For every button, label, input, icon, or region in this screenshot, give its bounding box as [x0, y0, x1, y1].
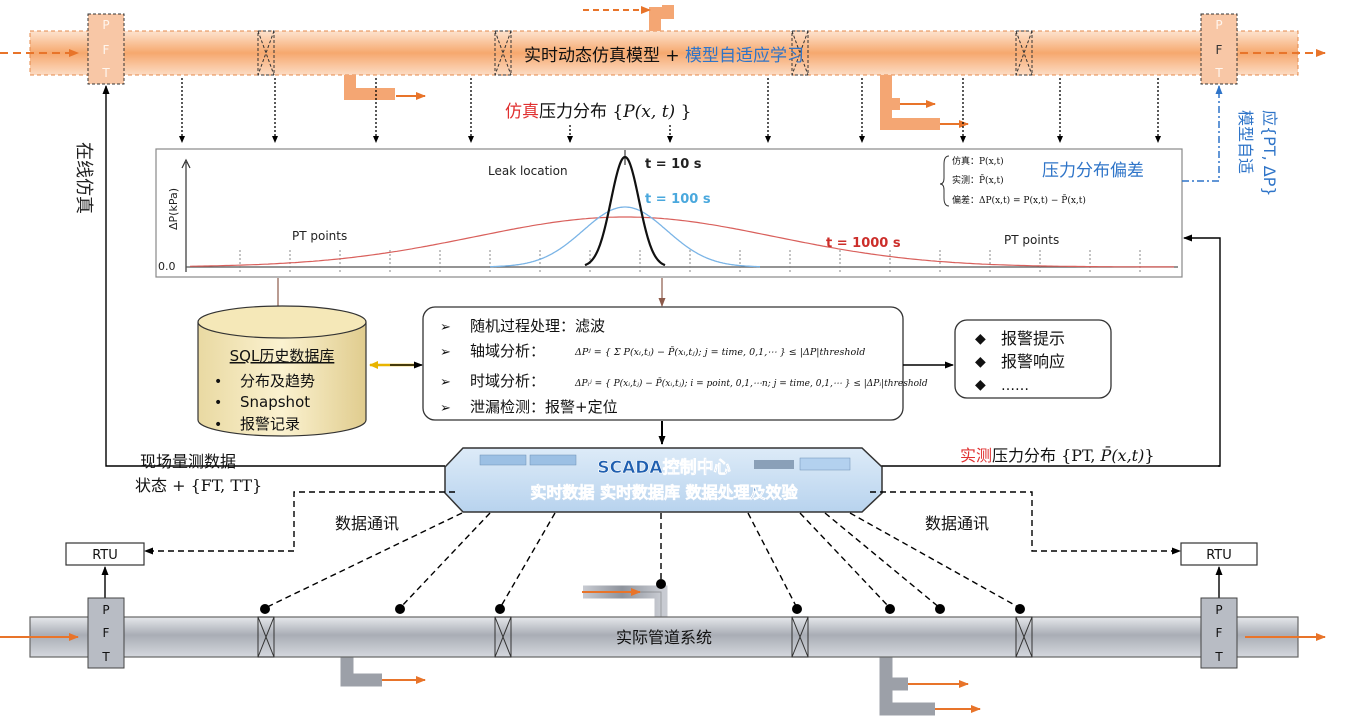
scada-center: SCADA控制中心 实时数据 实时数据库 数据处理及效验	[444, 447, 883, 513]
rtu-left-label: RTU	[92, 548, 118, 563]
db-item-bullet: •	[214, 374, 222, 390]
leak-location-label: Leak location	[488, 164, 568, 178]
measured-feedback-arrow	[1183, 234, 1221, 467]
legend-sim: 仿真：P(x,t)	[952, 155, 1004, 167]
pft-sensor-right	[1200, 13, 1238, 85]
analysis-item: 轴域分析：	[470, 342, 545, 360]
measurement-points	[260, 579, 1025, 614]
valve-icon	[257, 616, 1033, 658]
field-data-label: 现场量测数据	[140, 452, 236, 471]
pt-points-label-left: PT points	[292, 229, 347, 243]
real-pipe-title: 实际管道系统	[616, 628, 712, 647]
online-sim-arrow	[102, 85, 445, 467]
db-title: SQL历史数据库	[230, 347, 335, 365]
t10-label: t = 10 s	[645, 157, 702, 172]
model-adapt-arrow	[1182, 85, 1223, 182]
db-item: Snapshot	[240, 393, 310, 411]
pft-sensor-left	[87, 597, 125, 669]
svg-text:◆: ◆	[975, 354, 986, 370]
svg-text:◆: ◆	[975, 331, 986, 347]
time-formula: ΔPᵢʲ = { P(xᵢ,tⱼ) − P̄(xᵢ,tⱼ); i = point…	[574, 377, 928, 389]
pft-sensor-right	[1200, 597, 1238, 669]
pft-letter: P	[1215, 603, 1222, 617]
db-item: 分布及趋势	[240, 372, 315, 390]
sql-database: SQL历史数据库 • 分布及趋势 • Snapshot • 报警记录	[197, 305, 367, 437]
svg-text:◆: ◆	[975, 377, 986, 393]
deviation-label: 压力分布偏差	[1042, 161, 1144, 181]
pressure-chart: ΔP(kPa) 0.0 Leak location t = 10 s t = 1…	[155, 148, 1183, 278]
curve-t1000	[189, 216, 1174, 268]
pft-letter: T	[101, 650, 110, 664]
model-adapt-label-1: 模型自适	[1236, 110, 1255, 174]
rtu-right	[1180, 542, 1258, 566]
db-item-bullet: •	[214, 417, 222, 433]
scada-title: SCADA控制中心	[597, 457, 730, 478]
pft-letter: P	[1215, 18, 1222, 32]
axis-formula: ΔPʲ = { Σ P(xᵢ,tⱼ) − P̄(xᵢ,tⱼ); j = time…	[574, 346, 865, 358]
pt-points-label-right: PT points	[1004, 233, 1059, 247]
comm-lines	[144, 491, 1181, 609]
svg-text:➢: ➢	[440, 320, 451, 335]
model-adapt-label-2: 应{PT, ΔP}	[1260, 110, 1279, 197]
db-item: 报警记录	[240, 415, 300, 433]
pft-letter: F	[103, 43, 110, 57]
alarm-item: 报警提示	[1001, 329, 1065, 348]
pft-letter: T	[101, 66, 110, 80]
comm-label-right: 数据通讯	[925, 514, 989, 533]
t100-label: t = 100 s	[645, 192, 711, 207]
alarm-box: ◆ 报警提示 ◆ 报警响应 ◆ ……	[954, 319, 1112, 399]
svg-text:➢: ➢	[440, 401, 451, 416]
pft-letter: T	[1214, 650, 1223, 664]
analysis-item: 泄漏检测：报警+定位	[470, 398, 618, 416]
analysis-item: 随机过程处理：滤波	[470, 317, 605, 335]
alarm-item: 报警响应	[1001, 352, 1065, 371]
curve-t100	[489, 206, 761, 268]
comm-label-left: 数据通讯	[335, 514, 399, 533]
simulated-distribution-label: 仿真压力分布 {P(x, t) }	[505, 102, 691, 122]
scada-subtitle: 实时数据 实时数据库 数据处理及效验	[530, 483, 798, 502]
real-pipe: P F T P F T 实际管道系统	[0, 579, 1326, 716]
rtu-right-label: RTU	[1206, 548, 1232, 563]
valve-icon	[257, 30, 1033, 76]
legend-deviation: 偏差：ΔP(x,t) = P(x,t) − P̄(x,t)	[952, 194, 1086, 206]
zero-tick-label: 0.0	[158, 260, 176, 273]
pft-letter: P	[102, 603, 109, 617]
pft-letter: F	[1216, 43, 1223, 57]
pft-letter: F	[1216, 626, 1223, 640]
pft-letter: P	[102, 18, 109, 32]
field-status-label: 状态 + {FT, TT}	[135, 476, 262, 495]
pft-letter: T	[1214, 66, 1223, 80]
simulated-pipe-title: 实时动态仿真模型 + 模型自适应学习	[524, 46, 804, 66]
measured-distribution-label: 实测压力分布 {PT, P̄(x,t)}	[960, 444, 1155, 465]
alarm-item: ……	[1001, 378, 1029, 394]
online-sim-label: 在线仿真	[73, 142, 94, 214]
sim-output-arrows	[179, 78, 1161, 143]
svg-text:➢: ➢	[440, 375, 451, 390]
pft-letter: F	[103, 626, 110, 640]
pft-sensor-left	[87, 13, 125, 85]
y-axis-label: ΔP(kPa)	[167, 188, 180, 230]
analysis-box: ➢ 随机过程处理：滤波 ➢ 轴域分析： ΔPʲ = { Σ P(xᵢ,tⱼ) −…	[422, 306, 928, 421]
analysis-item: 时域分析：	[470, 372, 545, 390]
svg-text:➢: ➢	[440, 345, 451, 360]
simulated-pipe: P F T P F T 实时动态仿真模型 + 模型自适应学习	[0, 5, 1326, 130]
db-item-bullet: •	[214, 395, 222, 411]
t1000-label: t = 1000 s	[826, 236, 901, 251]
legend-measured: 实测：P̄(x,t)	[952, 174, 1004, 186]
rtu-left	[65, 542, 145, 566]
